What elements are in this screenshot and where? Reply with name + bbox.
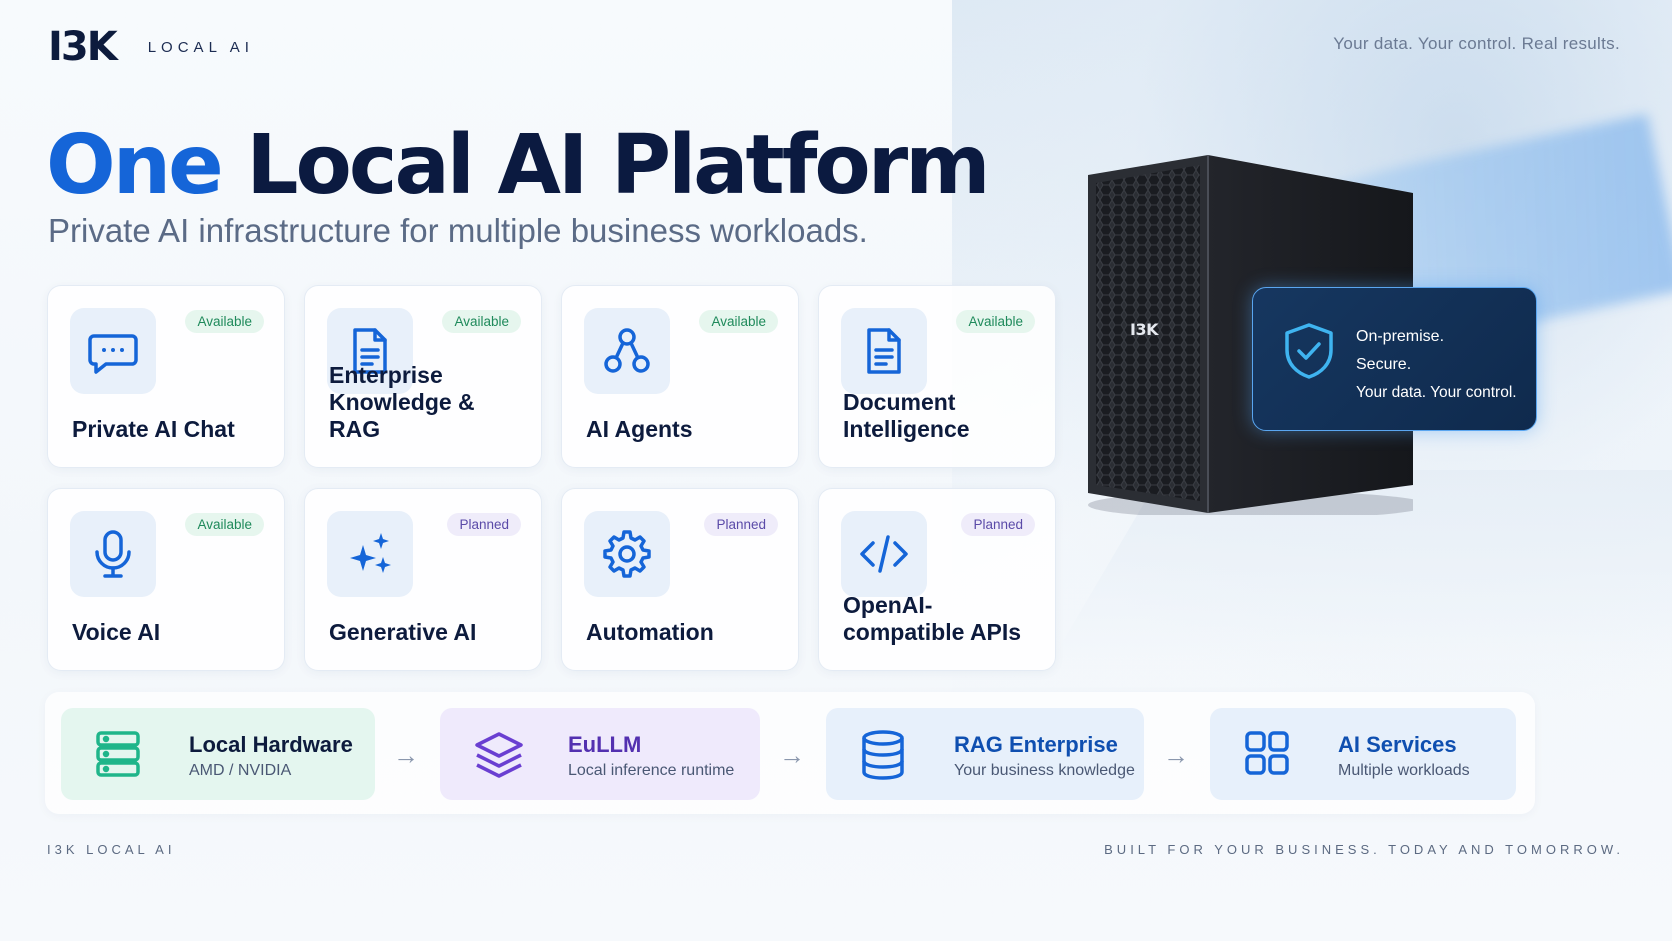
card-title: Document Intelligence <box>843 389 970 443</box>
header-tagline: Your data. Your control. Real results. <box>1333 34 1620 53</box>
code-icon <box>841 511 927 597</box>
microphone-icon <box>70 511 156 597</box>
security-callout: On-premise. Secure. Your data. Your cont… <box>1252 287 1537 431</box>
card-title: Automation <box>586 619 714 646</box>
card-generative-ai[interactable]: Planned Generative AI <box>304 488 542 671</box>
sparkles-icon <box>327 511 413 597</box>
layers-icon <box>474 730 524 785</box>
stage-title: EuLLM <box>568 732 642 757</box>
card-title: Voice AI <box>72 619 161 646</box>
agents-nodes-icon <box>584 308 670 394</box>
architecture-pipeline: Local Hardware AMD / NVIDIA → EuLLM Loca… <box>45 692 1535 814</box>
card-title: OpenAI-compatible APIs <box>843 592 1022 646</box>
stage-subtitle: AMD / NVIDIA <box>189 762 292 779</box>
stage-subtitle: Local inference runtime <box>568 762 735 779</box>
security-line-2: Secure. <box>1356 356 1412 373</box>
status-badge: Available <box>185 513 264 536</box>
title-accent: One <box>46 118 224 213</box>
chat-icon <box>70 308 156 394</box>
card-openai-apis[interactable]: Planned OpenAI-compatible APIs <box>818 488 1056 671</box>
stage-eullm[interactable]: EuLLM Local inference runtime <box>440 708 760 800</box>
gear-icon <box>584 511 670 597</box>
arrow-right-icon: → <box>393 740 419 770</box>
server-stack-icon <box>95 730 141 783</box>
server-brand-label: I3K <box>1130 320 1158 339</box>
stage-title: Local Hardware <box>189 732 353 757</box>
stage-title: RAG Enterprise <box>954 732 1118 757</box>
footer-brand: I3K LOCAL AI <box>47 842 176 857</box>
brand-logo[interactable]: I3K LOCAL AI <box>48 24 254 70</box>
card-private-ai-chat[interactable]: Available Private AI Chat <box>47 285 285 468</box>
status-badge: Planned <box>961 513 1035 536</box>
arrow-right-icon: → <box>1163 740 1189 770</box>
status-badge: Available <box>185 310 264 333</box>
stage-rag-enterprise[interactable]: RAG Enterprise Your business knowledge <box>826 708 1144 800</box>
page-subtitle: Private AI infrastructure for multiple b… <box>48 212 868 249</box>
stage-title: AI Services <box>1338 732 1457 757</box>
status-badge: Planned <box>447 513 521 536</box>
document-icon <box>841 308 927 394</box>
card-title: Enterprise Knowledge & RAG <box>329 362 475 443</box>
card-voice-ai[interactable]: Available Voice AI <box>47 488 285 671</box>
title-rest: Local AI Platform <box>246 118 990 213</box>
status-badge: Planned <box>704 513 778 536</box>
card-title: Generative AI <box>329 619 477 646</box>
status-badge: Available <box>956 310 1035 333</box>
card-ai-agents[interactable]: Available AI Agents <box>561 285 799 468</box>
status-badge: Available <box>442 310 521 333</box>
footer-tagline: BUILT FOR YOUR BUSINESS. TODAY AND TOMOR… <box>1104 842 1624 857</box>
card-enterprise-knowledge[interactable]: Available Enterprise Knowledge & RAG <box>304 285 542 468</box>
stage-local-hardware[interactable]: Local Hardware AMD / NVIDIA <box>61 708 375 800</box>
stage-subtitle: Your business knowledge <box>954 762 1135 779</box>
stage-subtitle: Multiple workloads <box>1338 762 1470 779</box>
database-icon <box>860 730 906 785</box>
card-automation[interactable]: Planned Automation <box>561 488 799 671</box>
card-document-intelligence[interactable]: Available Document Intelligence <box>818 285 1056 468</box>
logo-subtitle: LOCAL AI <box>147 38 254 56</box>
security-line-3: Your data. Your control. <box>1356 384 1517 401</box>
document-icon <box>327 308 413 394</box>
logo-mark: I3K <box>48 24 118 70</box>
shield-check-icon <box>1283 322 1335 385</box>
card-title: Private AI Chat <box>72 416 235 443</box>
card-title: AI Agents <box>586 416 693 443</box>
grid-icon <box>1244 730 1290 781</box>
arrow-right-icon: → <box>779 740 805 770</box>
status-badge: Available <box>699 310 778 333</box>
page-title: One Local AI Platform <box>46 118 991 213</box>
security-line-1: On-premise. <box>1356 328 1445 345</box>
stage-ai-services[interactable]: AI Services Multiple workloads <box>1210 708 1516 800</box>
